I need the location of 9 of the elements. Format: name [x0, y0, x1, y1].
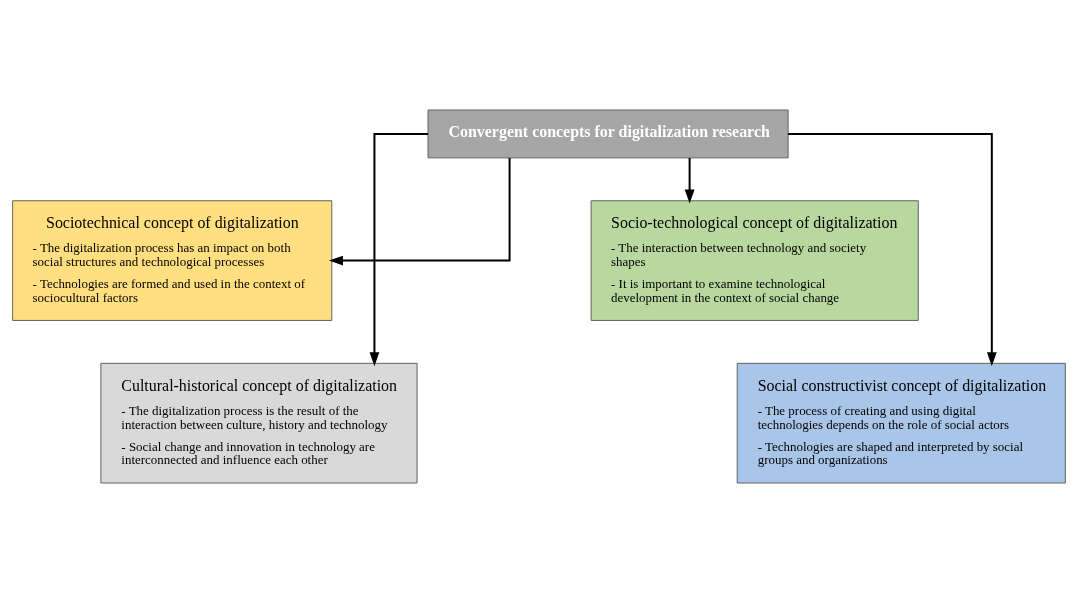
node-box: Sociotechnical concept of digitalization - The digitalization process has an impact on both social structures and technological processes - Technologies are formed and used in the context of sociocultural factors — [12, 200, 333, 321]
node-box: Cultural-historical concept of digitalization - The digitalization process is the result of the interaction between culture, history and technology - Social change and innovation in technology are interconnected and influence each other — [100, 362, 418, 484]
arrow — [787, 132, 997, 367]
node-box: Social constructivist concept of digitalization - The process of creating and using digital technologies depends on the role of social actors - Technologies are shaped and interpreted by social groups and organizations — [736, 362, 1066, 484]
node-box: Convergent concepts for digitalization research — [427, 109, 789, 159]
arrow — [684, 157, 695, 204]
arrow — [369, 132, 430, 367]
node-box: Socio-technological concept of digitalization - The interaction between technology and society shapes - It is important to examine technological development in the context of social change — [590, 200, 919, 321]
arrow — [329, 157, 511, 266]
